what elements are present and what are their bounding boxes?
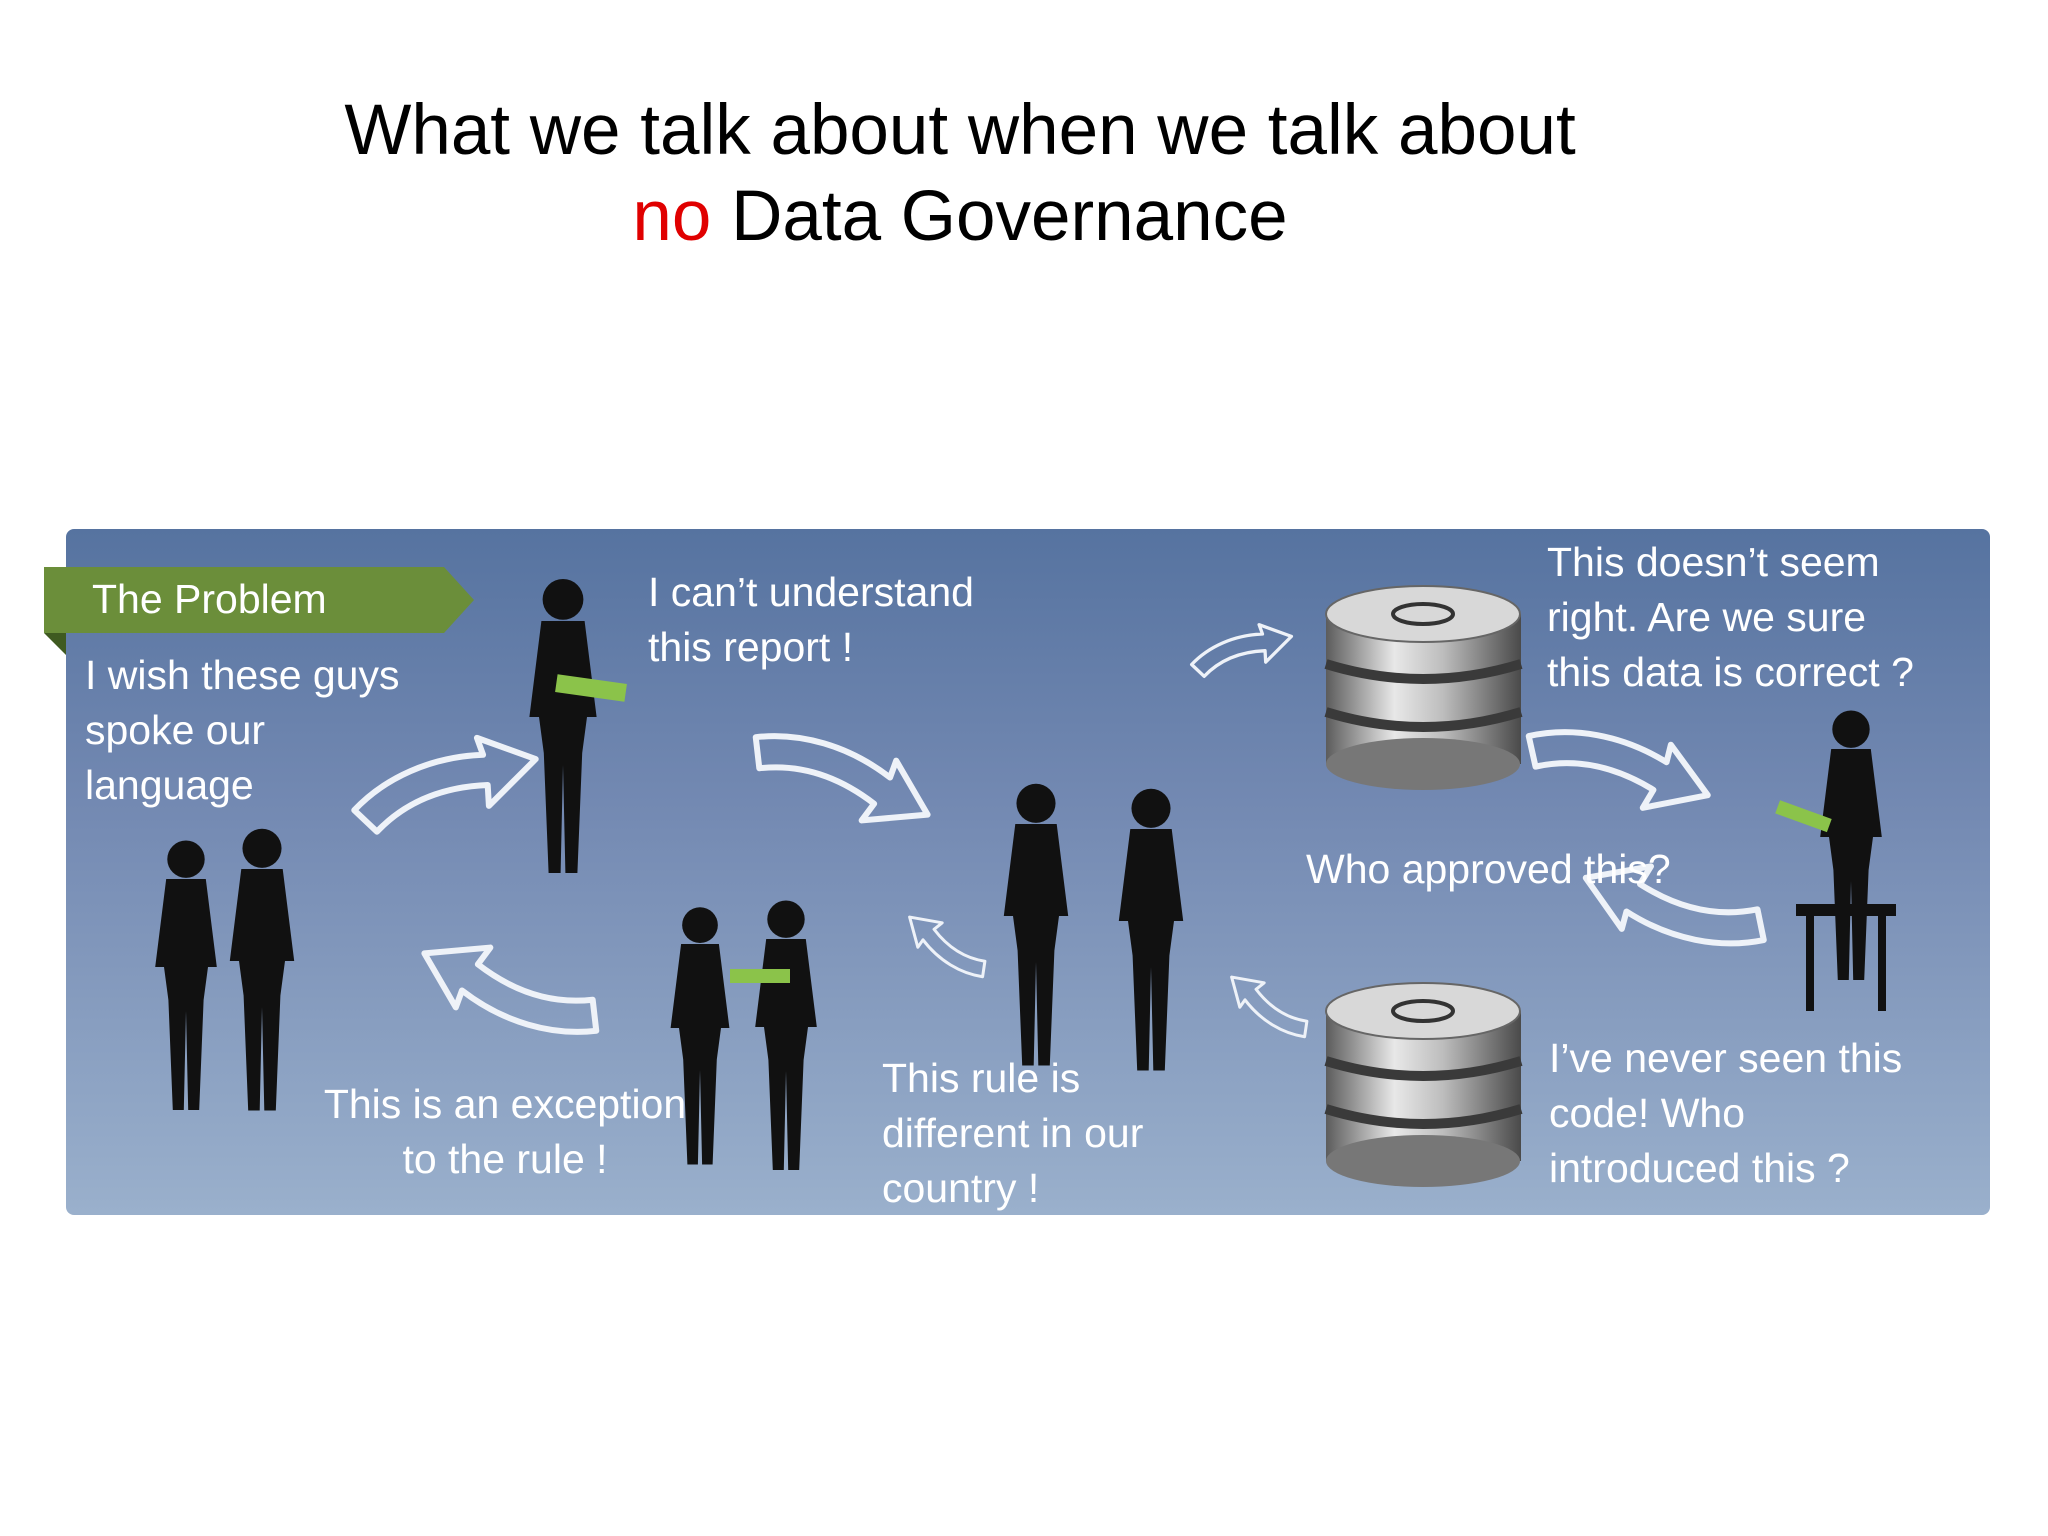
arrow-icon bbox=[411, 927, 611, 1055]
arrow-icon bbox=[1218, 964, 1319, 1049]
database-icon bbox=[1324, 982, 1523, 1187]
caption-exception: This is an exception to the rule ! bbox=[323, 1081, 687, 1182]
caption-doesnt-seem-right: This doesn’t seem right. Are we sure thi… bbox=[1547, 539, 1914, 695]
illustration-art bbox=[155, 579, 1896, 1187]
person-silhouette bbox=[1003, 783, 1069, 1066]
person-silhouette bbox=[155, 840, 217, 1110]
person-silhouette bbox=[1820, 710, 1882, 980]
problem-banner-tail bbox=[44, 633, 66, 655]
caption-never-seen: I’ve never seen this code! Who introduce… bbox=[1549, 1035, 1903, 1191]
slide-title: What we talk about when we talk about no… bbox=[0, 88, 1920, 260]
person-silhouette bbox=[229, 828, 295, 1111]
caption-rule-different: This rule is different in our country ! bbox=[882, 1055, 1144, 1211]
title-line-2-rest: Data Governance bbox=[711, 177, 1288, 256]
arrow-icon bbox=[741, 713, 941, 841]
title-line-2: no Data Governance bbox=[0, 174, 1920, 260]
problem-banner-label: The Problem bbox=[92, 576, 327, 622]
problem-banner bbox=[44, 567, 474, 633]
arrow-icon bbox=[896, 904, 997, 989]
person-silhouette bbox=[1118, 788, 1184, 1071]
caption-wish: I wish these guys spoke our language bbox=[85, 652, 400, 808]
title-no-word: no bbox=[632, 177, 712, 256]
person-silhouette bbox=[529, 579, 597, 873]
arrow-icon bbox=[1185, 614, 1299, 688]
title-line-1: What we talk about when we talk about bbox=[344, 91, 1576, 170]
arrow-icon bbox=[1519, 711, 1718, 822]
caption-who-approved: Who approved this? bbox=[1306, 846, 1671, 892]
problem-illustration-panel bbox=[66, 529, 1990, 1215]
database-icon bbox=[1324, 585, 1523, 790]
person-silhouette bbox=[755, 900, 817, 1170]
caption-report: I can’t understand this report ! bbox=[648, 569, 974, 670]
